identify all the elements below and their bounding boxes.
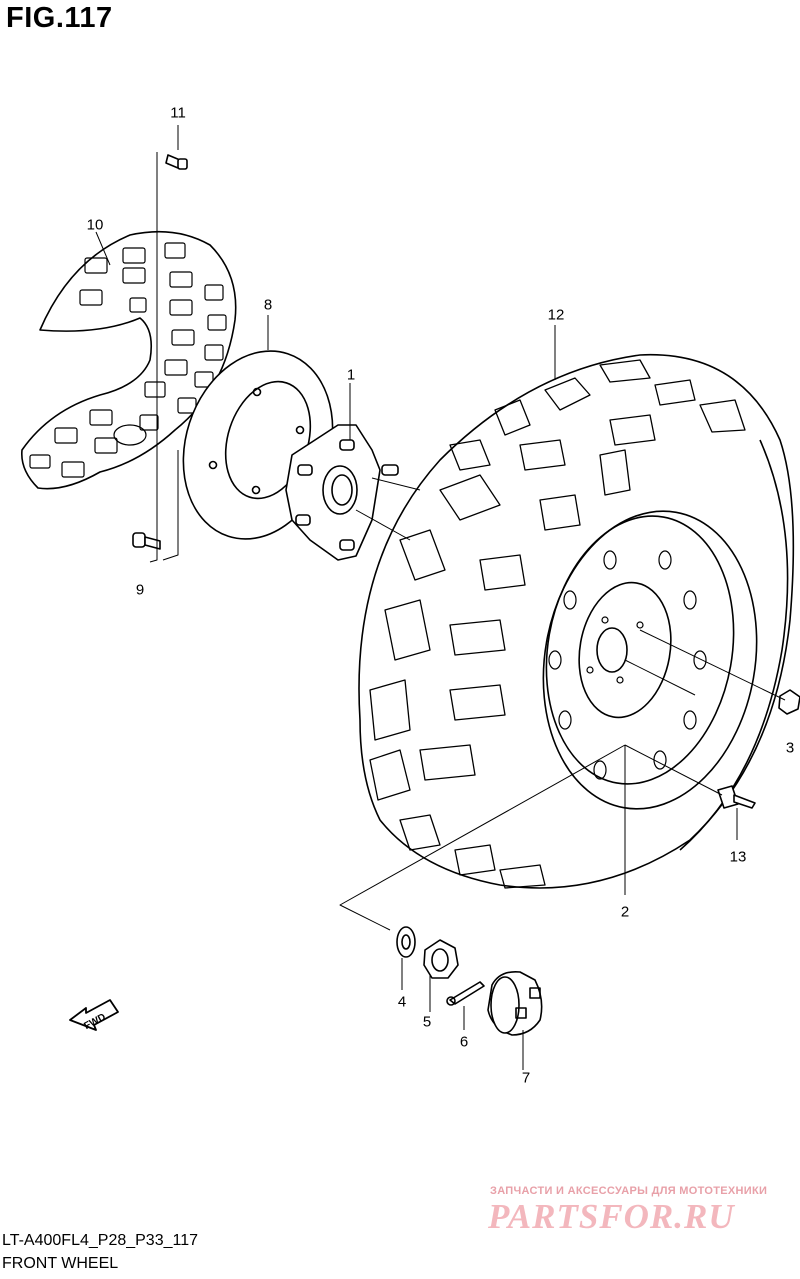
callout-1: 1	[346, 366, 356, 384]
guard-bolt-part	[165, 154, 188, 170]
cotter-pin-part	[446, 981, 485, 1006]
section-name: FRONT WHEEL	[2, 1255, 119, 1272]
castle-nut-part	[423, 939, 459, 979]
wheel-nut-part	[778, 689, 800, 715]
callout-12: 12	[547, 306, 565, 324]
model-code: LT-A400FL4_P28_P33_117	[2, 1232, 199, 1249]
disc-bolt-part	[132, 532, 161, 550]
callout-2: 2	[620, 903, 630, 921]
callout-4: 4	[397, 993, 407, 1011]
callout-6: 6	[459, 1033, 469, 1051]
figure-title: FIG.117	[6, 2, 113, 34]
watermark-brand: PARTSFOR.RU	[488, 1197, 735, 1236]
callout-5: 5	[422, 1013, 432, 1031]
wheel-hub-part	[285, 424, 399, 561]
callout-3: 3	[785, 739, 795, 757]
callout-10: 10	[86, 216, 104, 234]
disc-guard-part	[21, 230, 237, 490]
valve-stem-part	[717, 785, 756, 809]
callout-9: 9	[135, 581, 145, 599]
callout-7: 7	[521, 1069, 531, 1087]
washer-part	[396, 926, 416, 958]
callout-13: 13	[729, 848, 747, 866]
wheel-rim-part	[542, 510, 758, 810]
hub-cap-part	[487, 970, 543, 1036]
fwd-arrow-icon	[69, 999, 119, 1031]
callout-8: 8	[263, 296, 273, 314]
watermark-tagline: ЗАПЧАСТИ И АКСЕССУАРЫ ДЛЯ МОТОТЕХНИКИ	[490, 1185, 768, 1197]
callout-11: 11	[170, 104, 186, 122]
